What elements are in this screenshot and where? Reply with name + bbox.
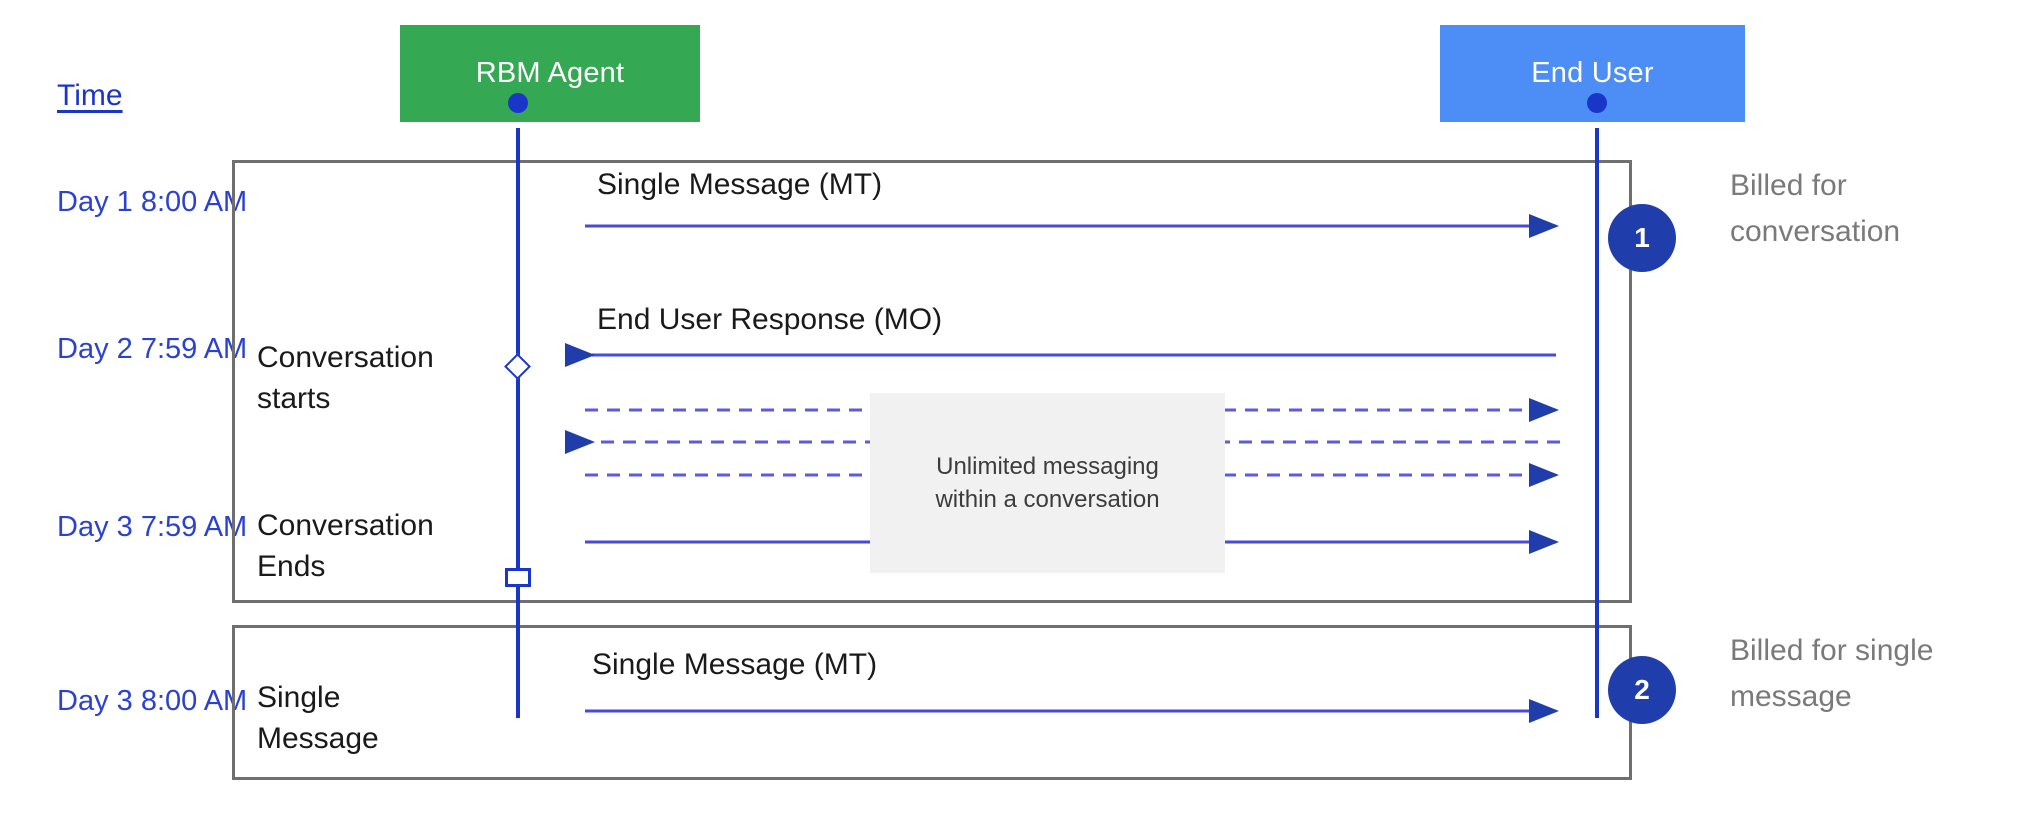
actor-box-rbm-agent: RBM Agent: [400, 25, 700, 122]
message-label-end-user-response-mo: End User Response (MO): [597, 303, 943, 336]
group-box-single-message: [232, 625, 1632, 780]
conversation-end-square-icon: [505, 568, 531, 587]
callout-text-billed-for-conversation: Billed for conversation: [1730, 169, 1901, 248]
time-label-day3-759am: Day 3 7:59 AM: [57, 511, 248, 543]
lifeline-rbm-agent: [516, 128, 520, 718]
callout-text-billed-for-single-message: Billed for single message: [1730, 634, 1934, 713]
message-label-single-message-mt-1: Single Message (MT): [597, 168, 883, 201]
message-label-single-message-mt-2: Single Message (MT): [592, 648, 878, 681]
badge-1-number: 1: [1634, 222, 1650, 253]
time-column-header: Time: [57, 79, 123, 112]
group-box-conversation: [232, 160, 1632, 603]
actor-label-rbm-agent: RBM Agent: [475, 57, 625, 89]
time-label-day1-800am: Day 1 8:00 AM: [57, 186, 248, 218]
time-label-day3-800am: Day 3 8:00 AM: [57, 685, 248, 717]
phase-label-conversation-starts: Conversation starts: [257, 341, 434, 415]
phase-label-single-message: Single Message: [257, 681, 379, 755]
lifeline-cap-rbm-agent-icon: [508, 93, 528, 113]
actor-label-end-user: End User: [1531, 57, 1654, 89]
badge-1: 1: [1608, 204, 1676, 272]
note-unlimited-messaging-text: Unlimited messaging within a conversatio…: [935, 453, 1160, 513]
lifeline-end-user: [1595, 128, 1599, 718]
lifeline-cap-end-user-icon: [1587, 93, 1607, 113]
time-label-day2-759am: Day 2 7:59 AM: [57, 333, 248, 365]
badge-2-number: 2: [1634, 674, 1650, 705]
phase-label-conversation-ends: Conversation Ends: [257, 509, 434, 583]
badge-2: 2: [1608, 656, 1676, 724]
note-unlimited-messaging: Unlimited messaging within a conversatio…: [870, 393, 1225, 573]
